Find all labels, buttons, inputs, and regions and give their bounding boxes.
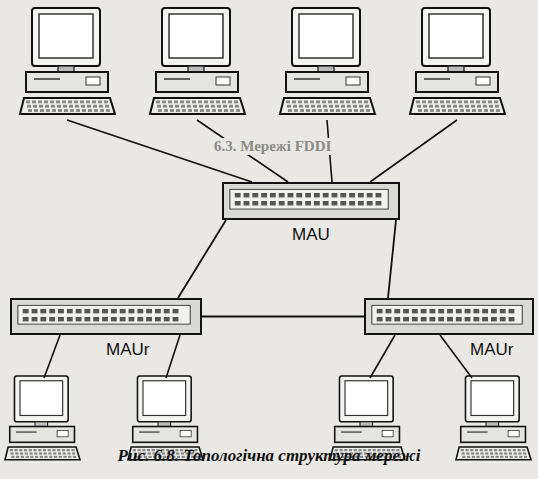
ring-link [178,220,226,298]
computer-icon [410,8,505,114]
hub-node: MAUr [10,298,202,360]
background-heading: 6.3. Мережі FDDI [212,138,333,155]
computer-icon [456,376,531,460]
computer-icon [5,376,80,460]
cable-line [166,335,180,378]
hub-device [364,298,534,335]
cable-line [370,120,457,182]
computer-icon [150,8,245,114]
hub-node: MAU [222,182,400,245]
computer-icon [280,8,375,114]
ring-link [202,316,364,318]
hub-device [10,298,202,335]
hub-node: MAUr [364,298,534,360]
hub-label: MAUr [10,340,202,360]
hub-label: MAU [222,225,400,245]
ring-link [388,220,396,298]
cable-line [44,335,60,378]
hub-label: MAUr [364,340,534,360]
cable-line [370,335,395,378]
cable-line [440,335,472,378]
computer-icon [20,8,115,114]
figure-caption: Рис. 6.8. Топологічна структура мережі [0,446,538,466]
hub-device [222,182,400,220]
